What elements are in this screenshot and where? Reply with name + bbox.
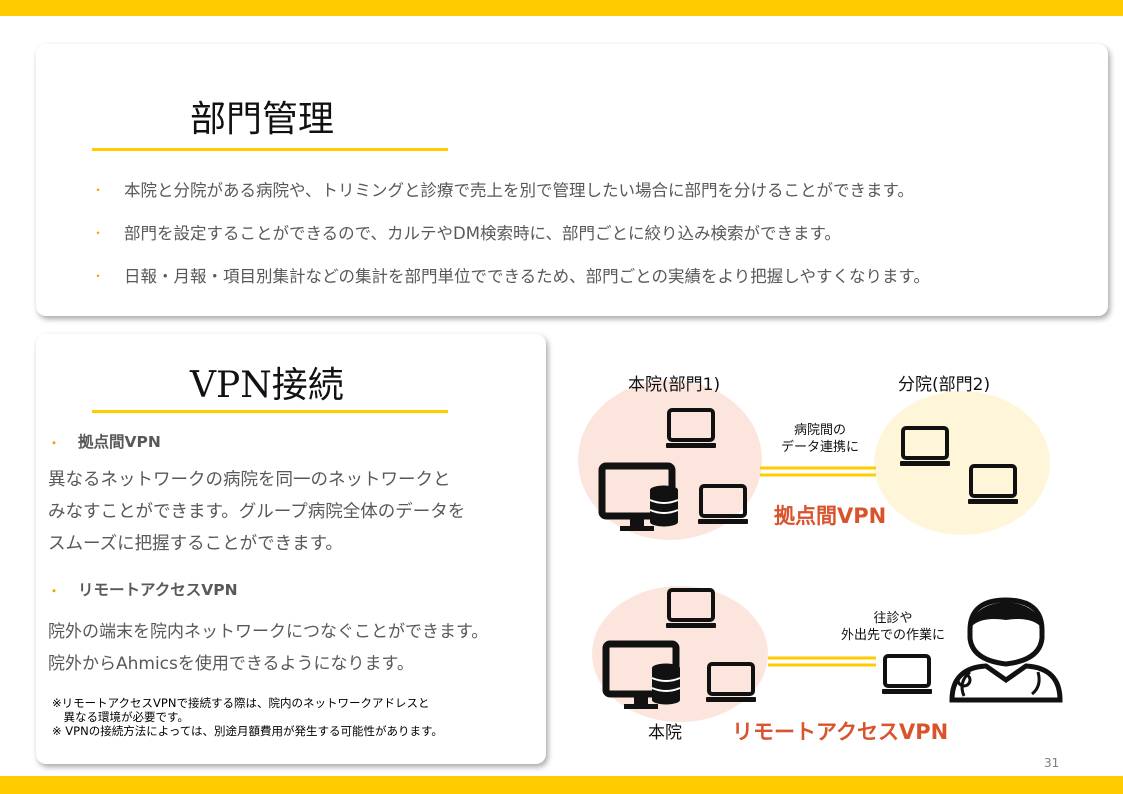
bullet-dot-icon: ・ <box>48 584 61 598</box>
remote-vpn-heading: ・リモートアクセスVPN <box>48 581 238 599</box>
remote-vpn-label: リモートアクセスVPN <box>732 720 949 744</box>
bullet-dot-icon: ・ <box>92 269 105 283</box>
top-accent-bar <box>0 0 1123 16</box>
bullet-dot-icon: ・ <box>92 226 105 240</box>
bullet-dot-icon: ・ <box>92 183 105 197</box>
bullet-item: ・日報・月報・項目別集計などの集計を部門単位でできるため、部門ごとの実績をより把… <box>92 267 930 286</box>
laptop-icon <box>880 654 934 696</box>
bullet-dot-icon: ・ <box>48 436 61 450</box>
main-hospital-label: 本院(部門1) <box>628 375 721 395</box>
site-vpn-heading: ・拠点間VPN <box>48 433 161 451</box>
site-vpn-description: 異なるネットワークの病院を同一のネットワークと みなすことができます。グループ病… <box>48 470 466 554</box>
bullet-item: ・部門を設定することができるので、カルテやDM検索時に、部門ごとに絞り込み検索が… <box>92 224 841 243</box>
main-hospital-circle-2 <box>592 586 768 722</box>
department-title: 部門管理 <box>190 99 335 140</box>
main-hospital-label-2: 本院 <box>648 723 682 743</box>
main-hospital-circle <box>578 380 762 540</box>
remote-caption: 往診や 外出先での作業に <box>840 611 945 643</box>
branch-hospital-label: 分院(部門2) <box>898 375 991 395</box>
site-vpn-link <box>760 466 876 477</box>
notes: ※リモートアクセスVPNで接続する際は、院内のネットワークアドレスと 異なる環境… <box>52 696 443 738</box>
bottom-accent-bar <box>0 776 1123 794</box>
remote-vpn-description: 院外の端末を院内ネットワークにつなぐことができます。 院外からAhmicsを使用… <box>48 622 489 674</box>
database-icon <box>649 484 679 528</box>
department-card: 部門管理 ・本院と分院がある病院や、トリミングと診療で売上を別で管理したい場合に… <box>36 44 1108 316</box>
title-underline <box>92 410 448 413</box>
doctor-icon <box>949 597 1063 703</box>
vpn-card: VPN接続 ・拠点間VPN 異なるネットワークの病院を同一のネットワークと みな… <box>36 334 546 764</box>
title-underline <box>92 148 448 151</box>
vpn-diagram: 本院(部門1) 分院(部門2) 病院間の データ連携に 拠点間VPN 往診や 外… <box>560 330 1100 770</box>
vpn-title: VPN接続 <box>190 365 344 406</box>
link-caption: 病院間の データ連携に <box>780 423 859 455</box>
remote-vpn-link <box>768 656 876 667</box>
page-number: 31 <box>1044 756 1060 770</box>
database-icon <box>651 662 681 706</box>
bullet-item: ・本院と分院がある病院や、トリミングと診療で売上を別で管理したい場合に部門を分け… <box>92 181 914 200</box>
diagram-graphics <box>578 380 1063 722</box>
site-vpn-label: 拠点間VPN <box>774 504 887 528</box>
